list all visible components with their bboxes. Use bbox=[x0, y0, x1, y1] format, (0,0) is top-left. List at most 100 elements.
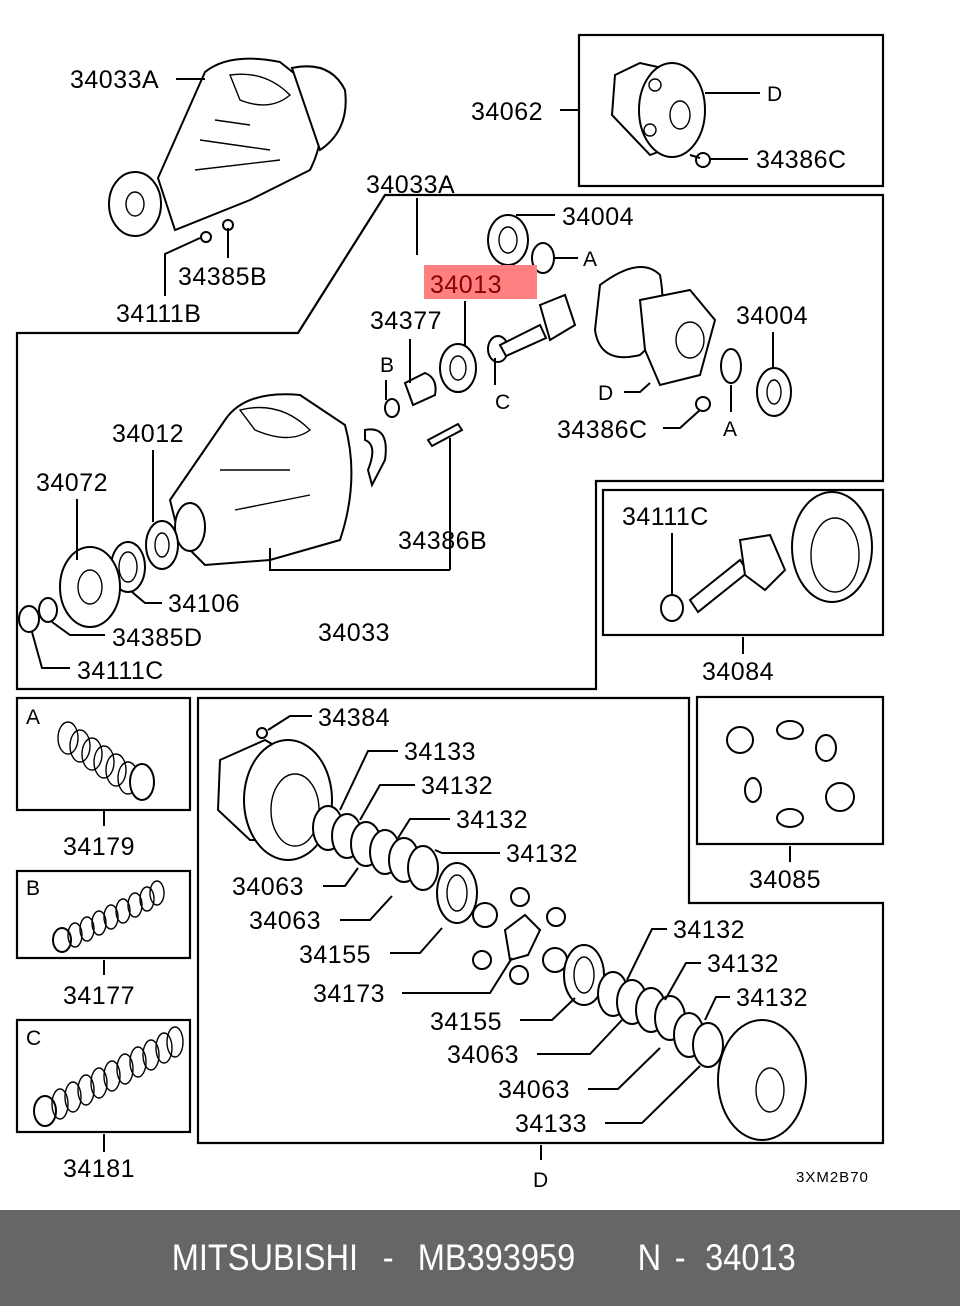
ref-letter-b-mid: B bbox=[380, 354, 394, 377]
part-label-34133-a[interactable]: 34133 bbox=[404, 738, 476, 766]
leader-34155-b bbox=[520, 997, 576, 1021]
part-label-34063-c[interactable]: 34063 bbox=[447, 1041, 519, 1069]
shim-set-c-box bbox=[15, 1018, 192, 1134]
ring-pinion-illustration bbox=[660, 491, 873, 622]
part-label-34063-a[interactable]: 34063 bbox=[232, 873, 304, 901]
parts-diagram: 34033A 34111B 34385B 34062 D 34386C 3403… bbox=[15, 33, 885, 1192]
leader-d-mid bbox=[624, 382, 651, 393]
leader-34132-f bbox=[704, 996, 730, 1021]
footer-ref-prefix: N bbox=[637, 1237, 661, 1278]
part-label-34111C-gearset[interactable]: 34111C bbox=[622, 503, 709, 531]
part-label-34177[interactable]: 34177 bbox=[63, 982, 135, 1010]
leader-34063-d bbox=[588, 1047, 661, 1090]
part-label-34111C[interactable]: 34111C bbox=[77, 657, 164, 685]
part-label-34085[interactable]: 34085 bbox=[749, 866, 821, 894]
leader-34111B bbox=[164, 237, 201, 296]
part-label-34004-top[interactable]: 34004 bbox=[562, 203, 634, 231]
footer-separator: - bbox=[675, 1237, 686, 1278]
part-label-34033[interactable]: 34033 bbox=[318, 619, 390, 647]
part-label-34155-a[interactable]: 34155 bbox=[299, 941, 371, 969]
footer-separator: - bbox=[382, 1237, 394, 1278]
footer-caption-bar: MITSUBISHI - MB393959 N - 34013 bbox=[0, 1210, 960, 1306]
footer-brand: MITSUBISHI bbox=[171, 1237, 358, 1278]
part-label-34033A-bracket[interactable]: 34033A bbox=[366, 171, 455, 199]
leader-34133-a bbox=[339, 750, 398, 811]
part-label-34179[interactable]: 34179 bbox=[63, 833, 135, 861]
housing-parts-illustration bbox=[18, 393, 353, 633]
ref-letter-a-right: A bbox=[723, 418, 737, 441]
part-label-34033A[interactable]: 34033A bbox=[70, 66, 159, 94]
part-label-34132-d[interactable]: 34132 bbox=[673, 916, 745, 944]
lsd-internals-box bbox=[196, 696, 885, 1145]
differential-assembly-illustration bbox=[108, 57, 347, 243]
part-label-34132-f[interactable]: 34132 bbox=[736, 984, 808, 1012]
shim-stack-c-illustration bbox=[33, 1026, 184, 1127]
part-label-34013-highlighted[interactable]: 34013 bbox=[430, 271, 502, 299]
part-label-34004-right[interactable]: 34004 bbox=[736, 302, 808, 330]
ref-letter-a-box: A bbox=[26, 706, 40, 729]
part-label-34384[interactable]: 34384 bbox=[318, 704, 390, 732]
ref-letter-d-bottom: D bbox=[533, 1169, 548, 1192]
part-label-34132-e[interactable]: 34132 bbox=[707, 950, 779, 978]
ref-letter-d-top: D bbox=[767, 83, 782, 106]
highlight-box-34013 bbox=[424, 265, 537, 299]
leader-34385D bbox=[51, 621, 105, 636]
part-label-34063-d[interactable]: 34063 bbox=[498, 1076, 570, 1104]
part-label-34132-b[interactable]: 34132 bbox=[456, 806, 528, 834]
part-label-34181[interactable]: 34181 bbox=[63, 1155, 135, 1183]
footer-ref-number: 34013 bbox=[704, 1237, 796, 1278]
part-label-34111B[interactable]: 34111B bbox=[116, 300, 201, 328]
ref-letter-c-box: C bbox=[26, 1027, 41, 1050]
leader-34063-b bbox=[340, 895, 393, 921]
part-label-34133-b[interactable]: 34133 bbox=[515, 1110, 587, 1138]
gear-kit-illustration bbox=[726, 720, 855, 828]
leader-34033-bracket bbox=[269, 548, 450, 571]
part-label-34385D[interactable]: 34385D bbox=[112, 624, 203, 652]
leader-34155-a bbox=[390, 927, 443, 954]
leader-34111C bbox=[31, 631, 70, 669]
ref-letter-a-top: A bbox=[583, 248, 597, 271]
leader-34063-c bbox=[537, 1019, 623, 1055]
leader-34386C-mid bbox=[663, 409, 701, 429]
leader-34384 bbox=[267, 715, 312, 731]
ref-letter-c-mid: C bbox=[495, 391, 510, 414]
leader-34106 bbox=[131, 591, 162, 604]
shim-set-a-box bbox=[15, 696, 192, 812]
part-label-34377[interactable]: 34377 bbox=[370, 307, 442, 335]
part-label-34385B[interactable]: 34385B bbox=[178, 263, 267, 291]
leader-34132-b bbox=[397, 818, 450, 839]
part-label-34386B[interactable]: 34386B bbox=[398, 527, 487, 555]
main-assembly-box bbox=[15, 193, 885, 691]
leader-34132-c bbox=[434, 849, 500, 854]
shim-stack-a-illustration bbox=[57, 721, 155, 801]
part-label-34173[interactable]: 34173 bbox=[313, 980, 385, 1008]
carrier-case-illustration bbox=[610, 61, 711, 168]
part-label-34062[interactable]: 34062 bbox=[471, 98, 543, 126]
leader-34132-e bbox=[664, 962, 701, 1001]
part-label-34155-b[interactable]: 34155 bbox=[430, 1008, 502, 1036]
leader-34132-d bbox=[626, 928, 667, 981]
part-label-34012[interactable]: 34012 bbox=[112, 420, 184, 448]
leader-34063-a bbox=[323, 867, 359, 887]
part-label-34084[interactable]: 34084 bbox=[702, 658, 774, 686]
diagram-code: 3XM2B70 bbox=[796, 1169, 869, 1186]
part-label-34106[interactable]: 34106 bbox=[168, 590, 240, 618]
shim-stack-b-illustration bbox=[52, 880, 165, 953]
part-label-34063-b[interactable]: 34063 bbox=[249, 907, 321, 935]
lsd-internals-illustration bbox=[216, 727, 807, 1141]
ref-letter-d-mid: D bbox=[598, 382, 613, 405]
leader-34133-b bbox=[605, 1065, 701, 1124]
leader-34173 bbox=[402, 957, 513, 994]
gear-set-box bbox=[601, 488, 885, 637]
footer-part-number: MB393959 bbox=[417, 1237, 575, 1278]
part-label-34072[interactable]: 34072 bbox=[36, 469, 108, 497]
part-label-34386C-top[interactable]: 34386C bbox=[756, 146, 847, 174]
part-label-34132-c[interactable]: 34132 bbox=[506, 840, 578, 868]
part-label-34386C-mid[interactable]: 34386C bbox=[557, 416, 648, 444]
ref-letter-b-box: B bbox=[26, 877, 40, 900]
leader-34132-a bbox=[359, 784, 415, 821]
shim-set-b-box bbox=[15, 869, 192, 960]
part-label-34132-a[interactable]: 34132 bbox=[421, 772, 493, 800]
pinion-parts-illustration bbox=[364, 214, 792, 488]
gear-kit-box bbox=[695, 695, 885, 846]
